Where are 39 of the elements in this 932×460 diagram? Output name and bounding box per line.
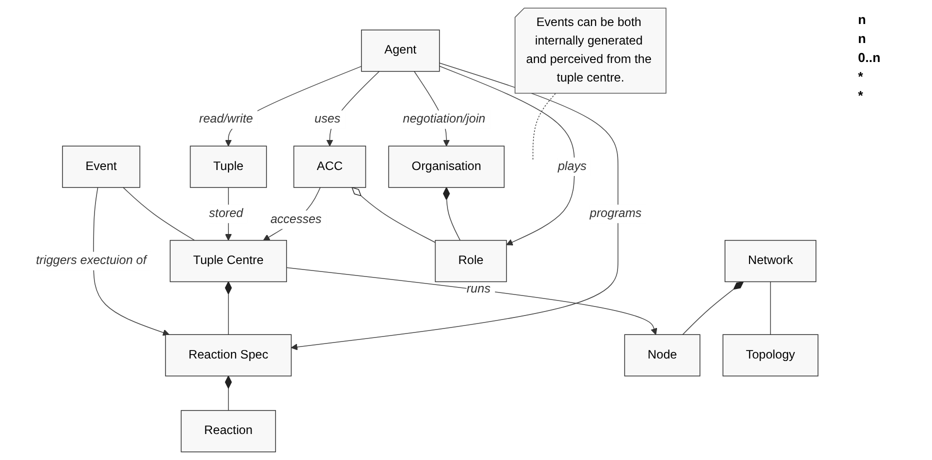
class-box: Reaction <box>180 410 276 452</box>
association-line <box>224 376 232 411</box>
class-box: Organisation <box>388 146 505 188</box>
class-box: Node <box>624 334 700 376</box>
multiplicity-label: * <box>858 69 864 84</box>
association-line <box>290 62 618 350</box>
edge-label: programs <box>590 207 642 220</box>
edge-label: read/write <box>199 112 253 126</box>
edge-label: negotiation/join <box>402 112 486 126</box>
edge-label: uses <box>314 112 340 126</box>
class-box: Event <box>62 146 140 188</box>
multiplicity-label: n <box>858 31 867 46</box>
association-line <box>682 281 744 335</box>
association-line <box>352 187 436 243</box>
edge-label: accesses <box>270 212 322 226</box>
association-line <box>286 267 658 335</box>
note-box: Events can be both internally generated and perceived from the tuple centre. <box>514 8 666 94</box>
multiplicity-label: * <box>858 88 864 103</box>
edge-label: runs <box>466 282 490 296</box>
association-line <box>224 281 232 335</box>
class-box: Reaction Spec <box>165 334 292 376</box>
edge-label: triggers exectuion of <box>36 254 146 268</box>
class-box: Tuple <box>190 146 267 188</box>
class-box: ACC <box>293 146 366 188</box>
class-box: Topology <box>722 334 818 376</box>
association-line <box>442 187 461 241</box>
class-box: Network <box>724 240 816 282</box>
association-line <box>439 66 575 246</box>
association-line <box>93 187 170 336</box>
association-line <box>770 281 771 335</box>
multiplicity-label: n <box>858 12 867 27</box>
note-connector <box>532 93 556 162</box>
class-box: Agent <box>361 30 440 72</box>
class-box: Role <box>434 240 507 282</box>
edge-label: plays <box>558 160 586 173</box>
class-box: Tuple Centre <box>170 240 287 282</box>
edge-label: stored <box>209 207 244 220</box>
association-line <box>122 187 195 241</box>
multiplicity-label: 0..n <box>858 50 882 65</box>
